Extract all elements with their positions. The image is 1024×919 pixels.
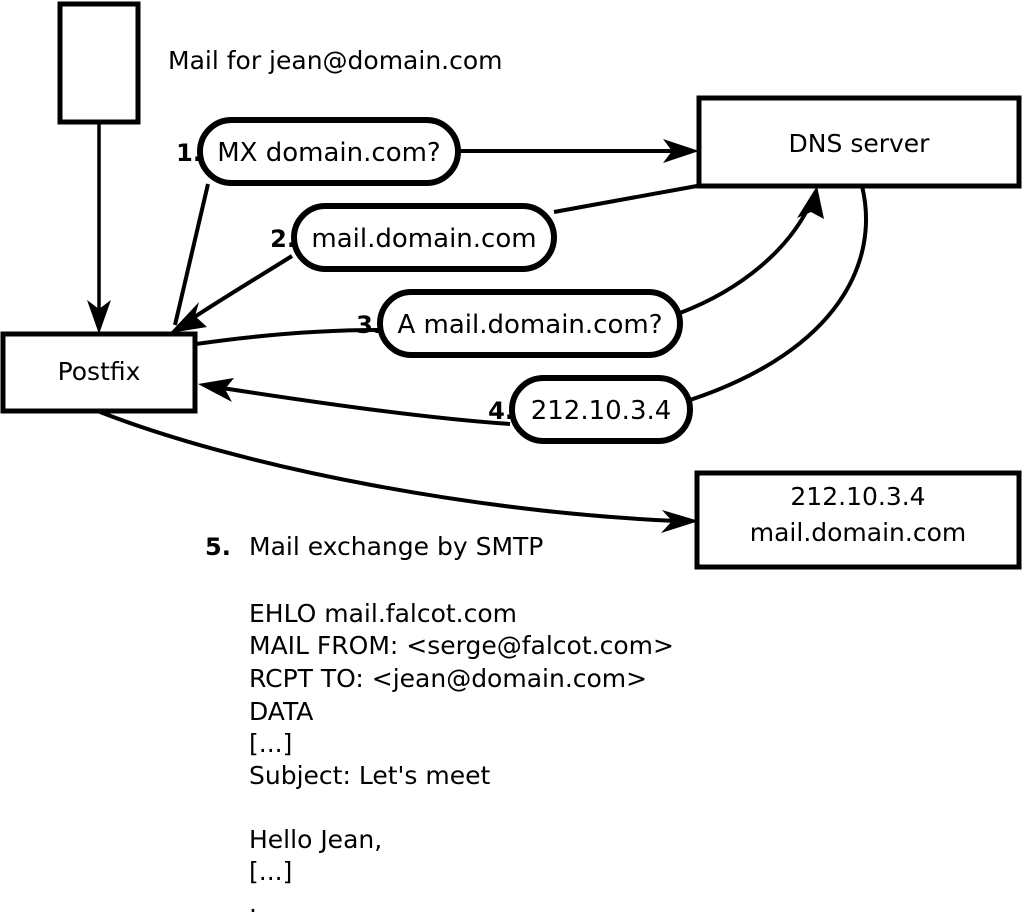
node-dns-label: DNS server (789, 129, 931, 158)
node-mailserver-label-line2: mail.domain.com (750, 518, 966, 547)
arrowhead-step5-smtp (661, 510, 699, 533)
arrowhead-step4-to-postfix (198, 378, 234, 402)
node-postfix-box (0, 331, 198, 414)
smtp-line-1: EHLO mail.falcot.com (249, 599, 517, 628)
edge-step2-to-postfix (188, 254, 294, 322)
smtp-line-3: RCPT TO: <jean@domain.com> (249, 664, 647, 693)
edge-step3-to-dns (679, 199, 814, 315)
smtp-line-9: [...] (249, 857, 292, 886)
node-client-box (57, 1, 141, 125)
bubble-step-1-label: MX domain.com? (217, 138, 440, 168)
bubble-step-4 (509, 375, 693, 444)
arrowhead-client-to-postfix (87, 300, 111, 334)
edge-step2-from-dns (553, 184, 698, 214)
smtp-line-10: . (249, 889, 257, 918)
bubble-step-4-label: 212.10.3.4 (531, 396, 672, 426)
smtp-line-4: DATA (249, 697, 313, 726)
smtp-line-6: Subject: Let's meet (249, 761, 490, 790)
arrowhead-step1-to-dns (663, 139, 699, 163)
step-5-label: Mail exchange by SMTP (249, 532, 543, 561)
smtp-line-5: [...] (249, 729, 292, 758)
step-number-3: 3. (356, 311, 382, 339)
bubble-step-2-label: mail.domain.com (311, 224, 536, 254)
node-postfix-label: Postfix (58, 357, 141, 386)
edge-step4-to-postfix (221, 386, 511, 426)
bubble-step-3 (377, 289, 683, 358)
smtp-line-2: MAIL FROM: <serge@falcot.com> (249, 631, 674, 660)
node-mailserver-label-line1: 212.10.3.4 (790, 482, 925, 511)
arrowhead-step2-to-postfix (170, 302, 207, 333)
arrowhead-step3-to-dns (797, 186, 824, 219)
bubble-step-2 (291, 203, 557, 272)
step-number-4: 4. (488, 397, 514, 425)
smtp-line-8: Hello Jean, (249, 825, 382, 854)
step-number-5: 5. (205, 533, 231, 561)
node-dns-box (696, 95, 1022, 189)
bubble-step-1 (197, 117, 461, 186)
edge-step3-from-postfix (195, 328, 379, 346)
caption-mail-for: Mail for jean@domain.com (168, 46, 503, 75)
bubble-step-3-label: A mail.domain.com? (398, 310, 663, 340)
step-number-1: 1. (176, 139, 202, 167)
step-number-2: 2. (270, 225, 296, 253)
edge-step4-from-dns (689, 185, 868, 402)
edge-step1-stem (173, 183, 210, 326)
node-mailserver-box (694, 470, 1022, 570)
edge-step5-smtp (99, 410, 677, 523)
